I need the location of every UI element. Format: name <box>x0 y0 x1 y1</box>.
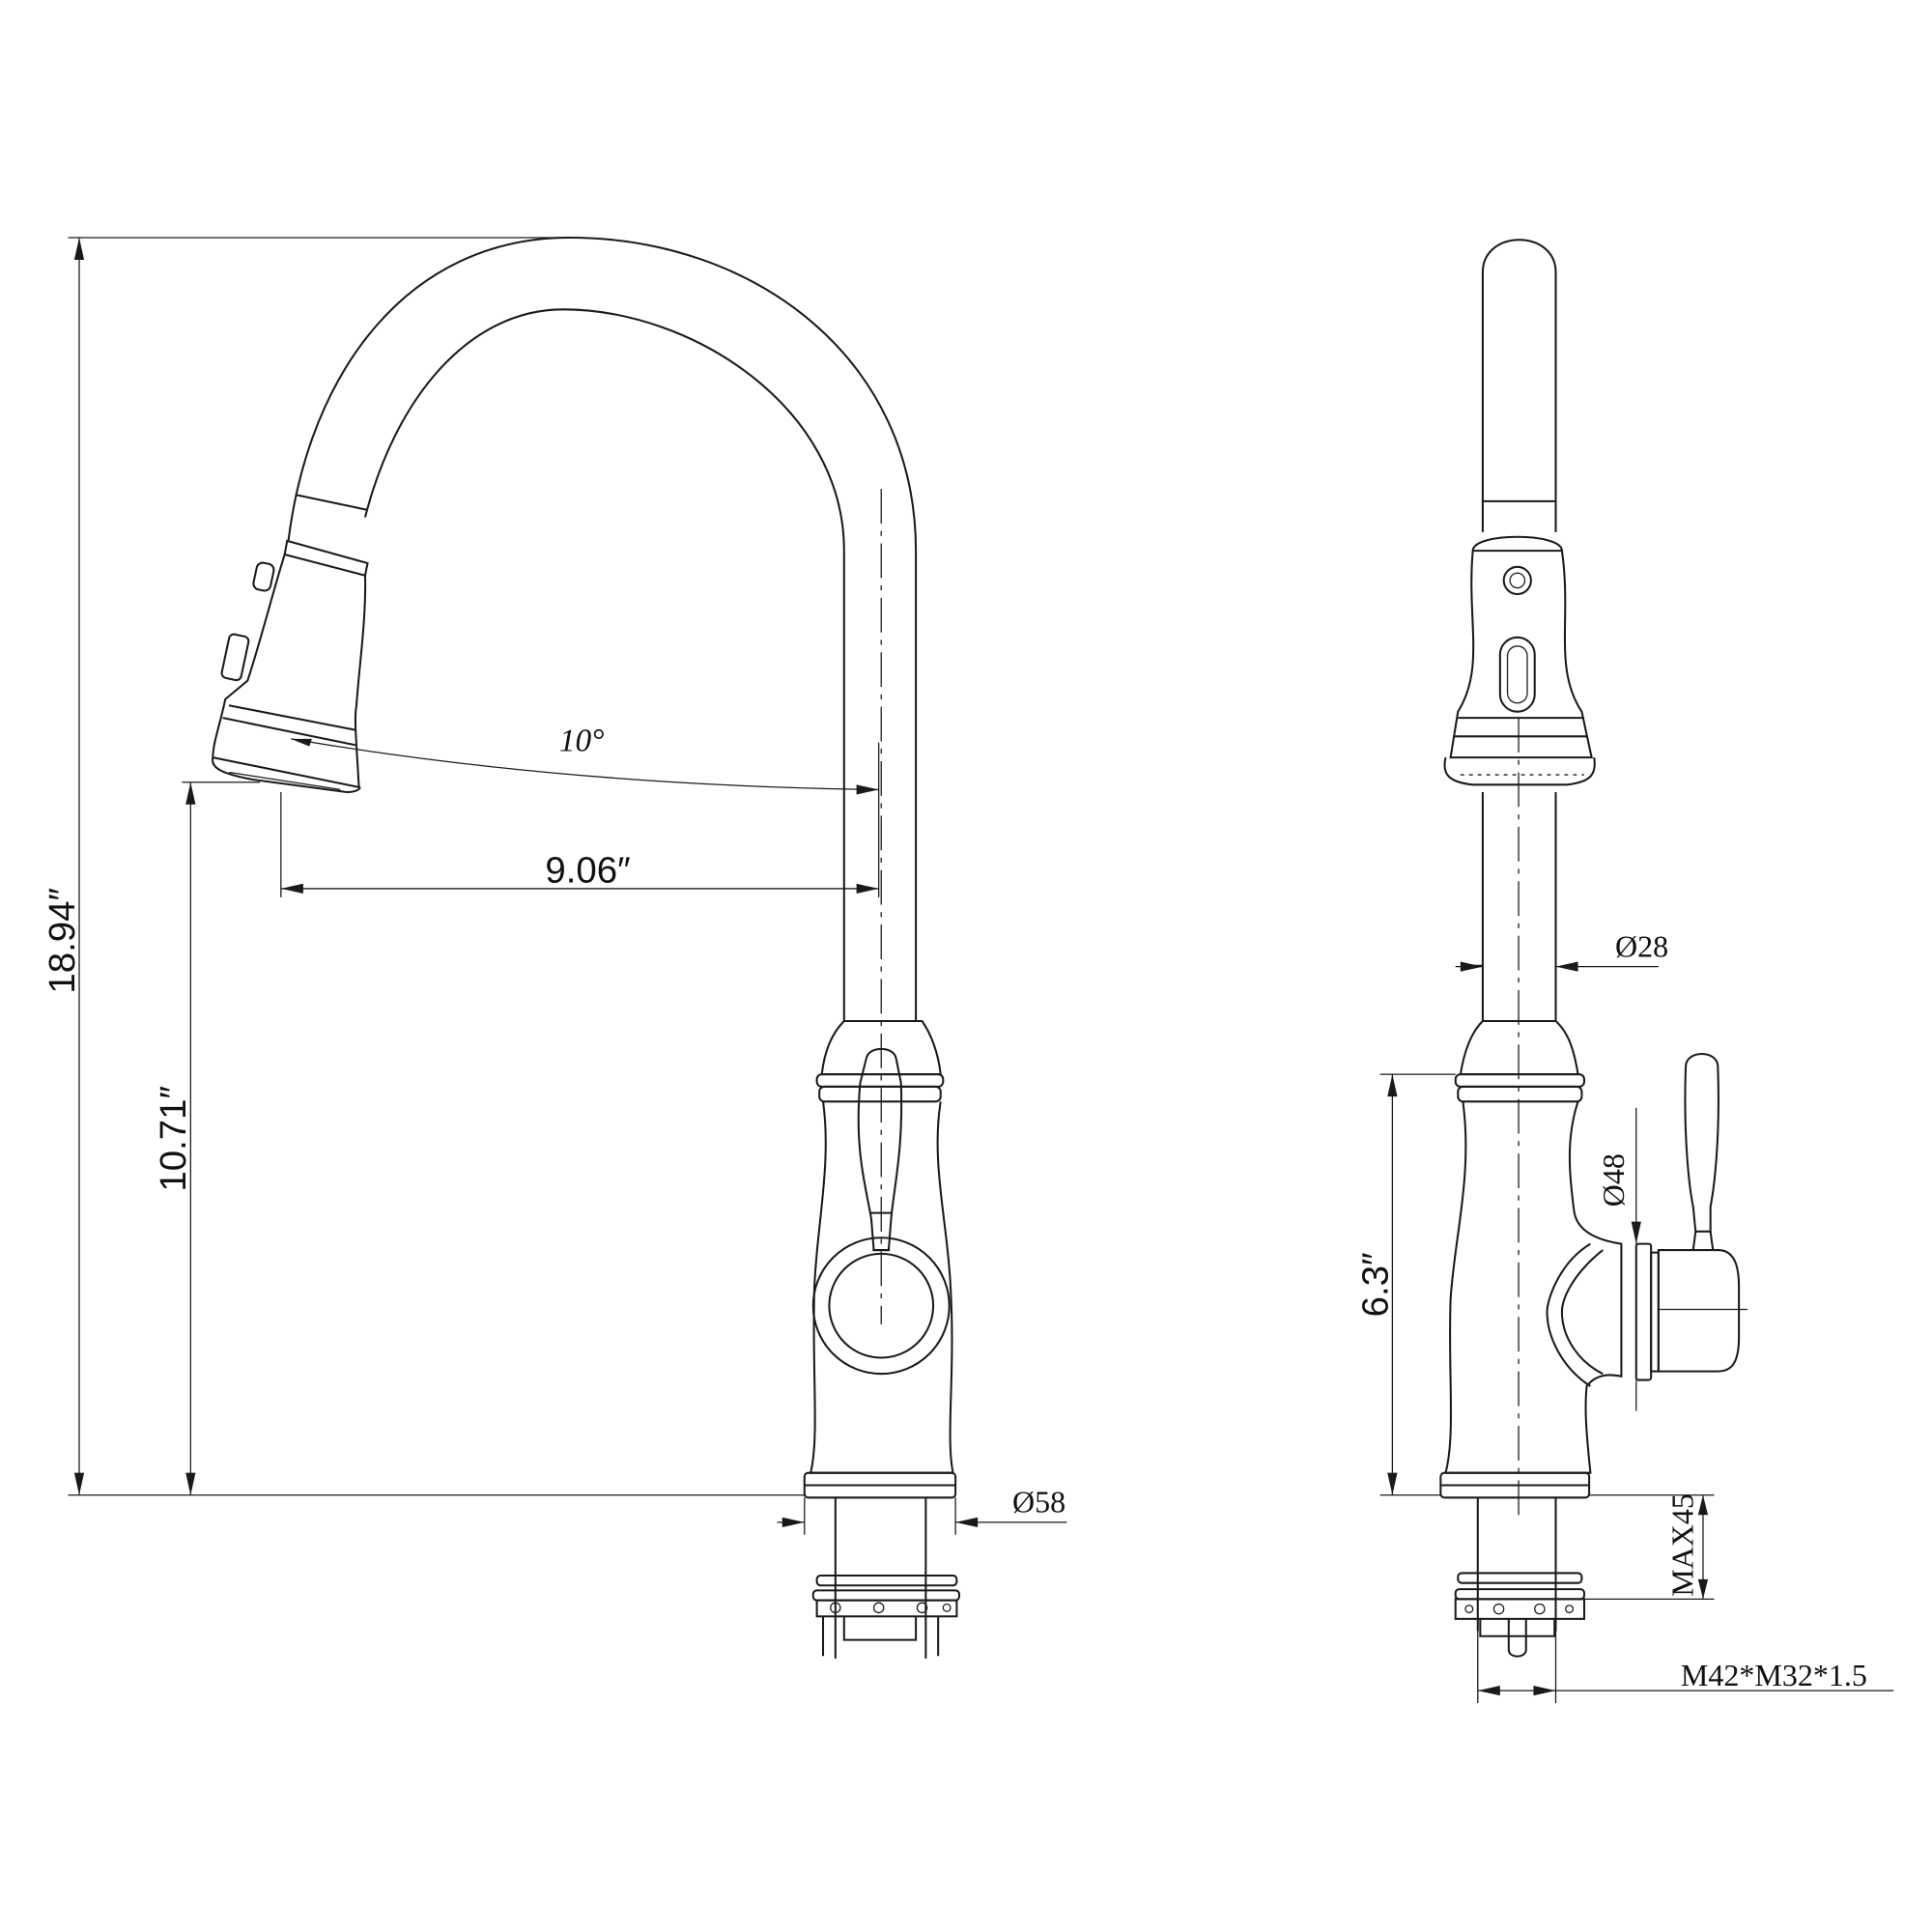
side-view-faucet <box>1439 239 1748 1658</box>
side-spout-tube <box>1481 239 1557 532</box>
mounting-shank <box>811 1497 960 1659</box>
outlet-height-label: 10.71″ <box>153 1086 194 1192</box>
side-dimensions: Ø28 Ø48 6.3″ MAX45 M42*M32*1.5 <box>1354 928 1894 1703</box>
front-dimensions: 18.94″ 10.71″ 9.06″ 10° Ø58 <box>42 237 1067 1535</box>
handle-lever <box>857 1047 903 1252</box>
spray-head <box>212 539 369 794</box>
front-view-faucet <box>212 236 960 1659</box>
spout-tube <box>842 551 918 1022</box>
side-body <box>1439 1019 1748 1499</box>
base-diameter-label: Ø58 <box>1012 1485 1065 1520</box>
spout-reach-label: 9.06″ <box>545 850 630 892</box>
tube-diameter-label: Ø28 <box>1615 928 1668 963</box>
overall-height-label: 18.94″ <box>42 888 83 994</box>
body-height-label: 6.3″ <box>1354 1252 1396 1317</box>
thread-spec-label: M42*M32*1.5 <box>1681 1658 1867 1692</box>
max-deck-label: MAX45 <box>1665 1493 1700 1597</box>
body-diameter-label: Ø48 <box>1596 1153 1631 1207</box>
side-spray-head <box>1443 535 1596 786</box>
side-handle <box>1634 1053 1748 1381</box>
spout-outer <box>287 236 918 552</box>
spout-inner <box>363 308 845 552</box>
faucet-body <box>803 1019 957 1499</box>
side-shank <box>1454 1497 1585 1658</box>
swivel-angle-label: 10° <box>559 724 605 759</box>
